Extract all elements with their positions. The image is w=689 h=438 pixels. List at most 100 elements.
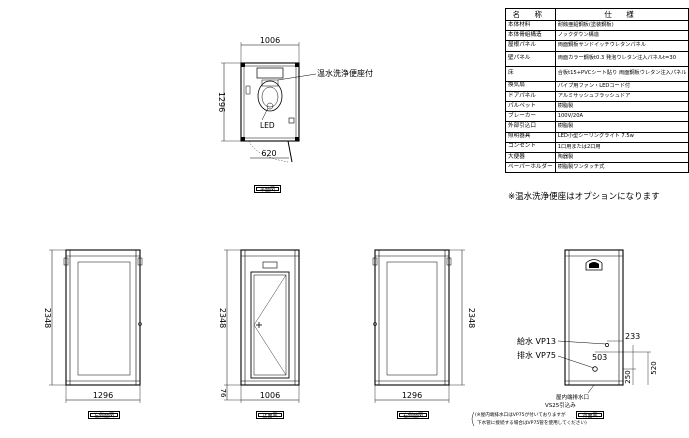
spec-item-value: 両面カラー鋼板t0.3 発泡ウレタン注入パネルt=30 [554,50,689,67]
left-vent [63,257,69,266]
spec-item-value: 耐蝕亜鉛鋼板(塗装鋼板) [554,19,689,32]
spec-row: 換気扇パイプ用ファン・LEDコード付 [505,80,689,92]
plan-paper-holder [245,85,251,95]
right-height-dim: 2348 [467,308,476,328]
plan-caption-text: 平面図 [259,187,275,193]
spec-item-value: 1口用または2口用 [554,141,689,153]
plan-toilet-bowl [257,80,283,112]
spec-item-name: 本体骨組構造 [505,30,556,42]
back-inlet-label: 屋内端排水口 [556,393,589,401]
back-503-dim: 503 [592,353,607,362]
plan-led-label: LED [260,121,275,130]
spec-item-value: 陶器製 [554,151,689,164]
back-footnote-line2: 下水管に接続する場合はVP75管を使用してください) [477,419,587,426]
left-vent [137,257,143,266]
plan-post [295,63,299,67]
back-supply-leader [557,340,607,345]
spec-row: 床合板t15+PVCシート貼り 両面鋼板ウレタン注入パネル [505,65,689,82]
spec-item-name: 大便器 [505,151,556,164]
right-outline [374,249,450,386]
spec-item-value: 100V/20A [554,111,689,123]
back-supply-label: 給水 VP13 [517,336,556,346]
spec-item-name: 壁パネル [505,50,556,67]
spec-item-value: LED小型シーリングライト 7.5w [554,131,689,143]
plan-toilet-seat [261,86,279,108]
plan-view: 1006 1296 620 温水洗浄便座付 LED [217,36,373,163]
back-inlet-sub: VS25引込み [545,401,576,409]
plan-outline [240,62,300,142]
left-side-caption: 左側面図 [88,411,120,419]
spec-header-spec: 仕 様 [554,8,689,21]
plan-led-leader [261,107,269,121]
spec-item-name: 本体材料 [505,19,556,32]
spec-item-value: 樹脂製 [554,121,689,133]
spec-body: 本体材料耐蝕亜鉛鋼板(塗装鋼板)本体骨組構造ノックダウン構造屋根パネル両面鋼板サ… [505,19,689,174]
plan-caption: 平面図 [254,185,281,193]
spec-row: 本体骨組構造ノックダウン構造 [505,30,689,42]
back-caption-text: 背面図 [582,413,598,419]
left-side-caption-text: 左側面図 [93,413,114,419]
left-height-dim: 2348 [43,308,52,328]
spec-item-name: 外部引込口 [505,121,556,133]
plan-led-light [266,102,274,110]
spec-row: ドアパネルアルミサッシュフラッシュドア [505,90,689,102]
plan-seat-label: 温水洗浄便座付 [317,68,373,78]
spec-item-name: 照明器具 [505,131,556,143]
right-side-caption-text: 右側面図 [402,413,423,419]
spec-item-value: ノックダウン構造 [554,30,689,42]
left-side-view: 2348 1296 [43,249,143,403]
right-inlet [373,322,377,326]
spec-row: 外部引込口樹脂製 [505,121,689,133]
plan-seat-leader [277,73,317,81]
right-panel [386,261,438,376]
front-caption-text: 正面図 [262,413,278,419]
right-side-view: 2348 1296 [372,249,476,403]
back-233-dim: 233 [625,332,640,341]
right-width-dim: 1296 [402,391,422,400]
spec-item-value: 樹脂製ワンタッチ式 [554,162,689,174]
spec-item-value: 樹脂製 [554,100,689,113]
front-height-dim: 2348 [218,308,227,328]
spec-item-name: コンセント [505,141,556,153]
spec-item-name: ペーパーホルダー [505,162,556,174]
front-base-dim: 76 [219,389,227,398]
back-drain-pipe [592,366,598,372]
back-caption: 背面図 [576,411,604,419]
plan-width-dim: 1006 [260,36,280,45]
plan-inner-wall [243,65,297,139]
spec-item-name: 換気扇 [505,80,556,92]
right-vent [372,257,378,266]
back-vent-fan [585,259,603,271]
back-inlet-leader [587,384,595,394]
spec-row: 本体材料耐蝕亜鉛鋼板(塗装鋼板) [505,19,689,32]
spec-row: パルペット樹脂製 [505,100,689,113]
front-door-swing-mark [253,274,287,376]
front-view: 2348 76 1006 [218,249,300,403]
spec-header-name: 名 称 [505,8,556,21]
front-caption: 正面図 [256,411,284,419]
spec-row: 壁パネル両面カラー鋼板t0.3 発泡ウレタン注入パネルt=30 [505,50,689,67]
spec-row: 大便器陶器製 [505,151,689,164]
plan-door-dim: 620 [261,149,276,158]
right-side-caption: 右側面図 [397,411,429,419]
back-520-dim: 520 [650,361,658,374]
left-outline [65,249,141,386]
spec-item-value: パイプ用ファン・LEDコード付 [554,80,689,92]
back-250-dim: 250 [624,370,632,383]
back-vent-fan-fill [589,262,599,268]
back-footnote-line1: (※屋内端排水口はVP75が付いておりますが [475,411,566,418]
spec-table: 名 称 仕 様 本体材料耐蝕亜鉛鋼板(塗装鋼板)本体骨組構造ノックダウン構造屋根… [505,8,689,174]
spec-row: ペーパーホルダー樹脂製ワンタッチ式 [505,162,689,174]
plan-outlet [288,117,295,124]
back-supply-pipe [605,343,609,347]
spec-item-value: アルミサッシュフラッシュドア [554,90,689,102]
front-transom [262,261,278,269]
plan-post [241,137,245,141]
plan-door-leaf [287,140,293,163]
plan-bidet-panel [261,79,279,87]
back-drain-leader [557,355,595,369]
